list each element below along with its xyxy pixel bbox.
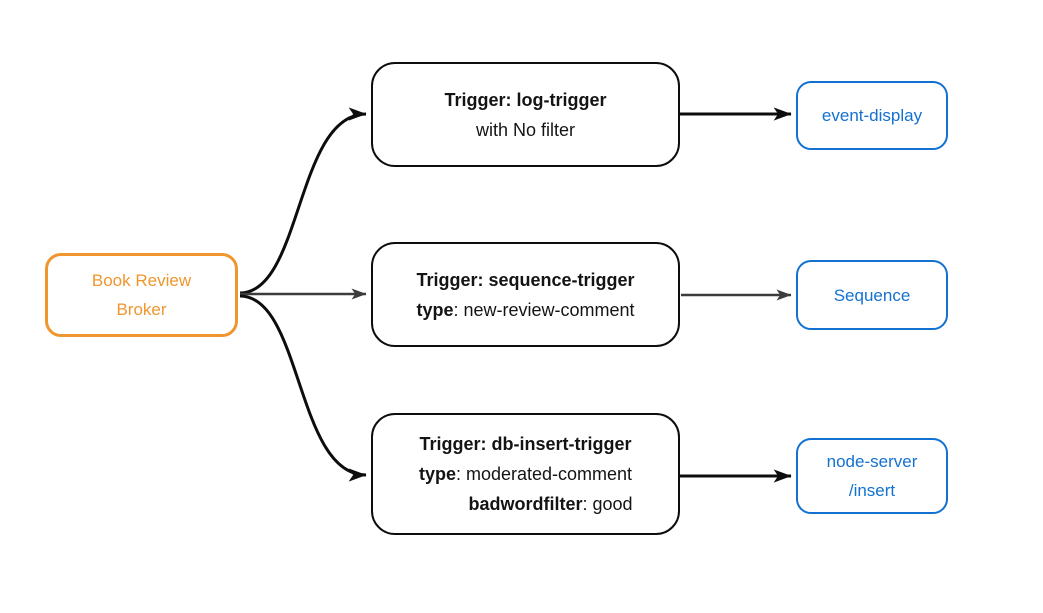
trigger-node-db-insert-trigger: Trigger: db-insert-trigger type: moderat… bbox=[371, 413, 680, 535]
broker-label-line2: Broker bbox=[116, 300, 167, 319]
trigger-title: Trigger: sequence-trigger bbox=[416, 269, 635, 290]
sink-node-node-server-insert: node-server /insert bbox=[796, 438, 948, 514]
sink-label: Sequence bbox=[833, 285, 911, 305]
sink-label-line1: node-server bbox=[826, 452, 918, 471]
arrow-broker-to-db-insert-trigger bbox=[239, 294, 367, 482]
trigger-title: Trigger: log-trigger bbox=[444, 89, 607, 110]
trigger-node-sequence-trigger: Trigger: sequence-trigger type: new-revi… bbox=[371, 242, 680, 347]
trigger-type-attribute: type: new-review-comment bbox=[416, 299, 635, 320]
trigger-type-attribute: type: moderated-comment bbox=[418, 464, 633, 484]
broker-label-line1: Book Review bbox=[91, 271, 192, 290]
arrow-broker-to-log-trigger bbox=[239, 107, 367, 295]
sink-node-event-display: event-display bbox=[796, 81, 948, 150]
trigger-node-log-trigger: Trigger: log-trigger with No filter bbox=[371, 62, 680, 167]
broker-node: Book Review Broker bbox=[45, 253, 238, 337]
sink-node-sequence: Sequence bbox=[796, 260, 948, 330]
sink-label: event-display bbox=[821, 106, 923, 125]
trigger-badwordfilter-attribute: badwordfilter: good bbox=[468, 494, 633, 514]
trigger-title: Trigger: db-insert-trigger bbox=[419, 434, 632, 454]
sink-label-line2: /insert bbox=[848, 481, 896, 500]
trigger-filter-note: with No filter bbox=[475, 119, 576, 140]
